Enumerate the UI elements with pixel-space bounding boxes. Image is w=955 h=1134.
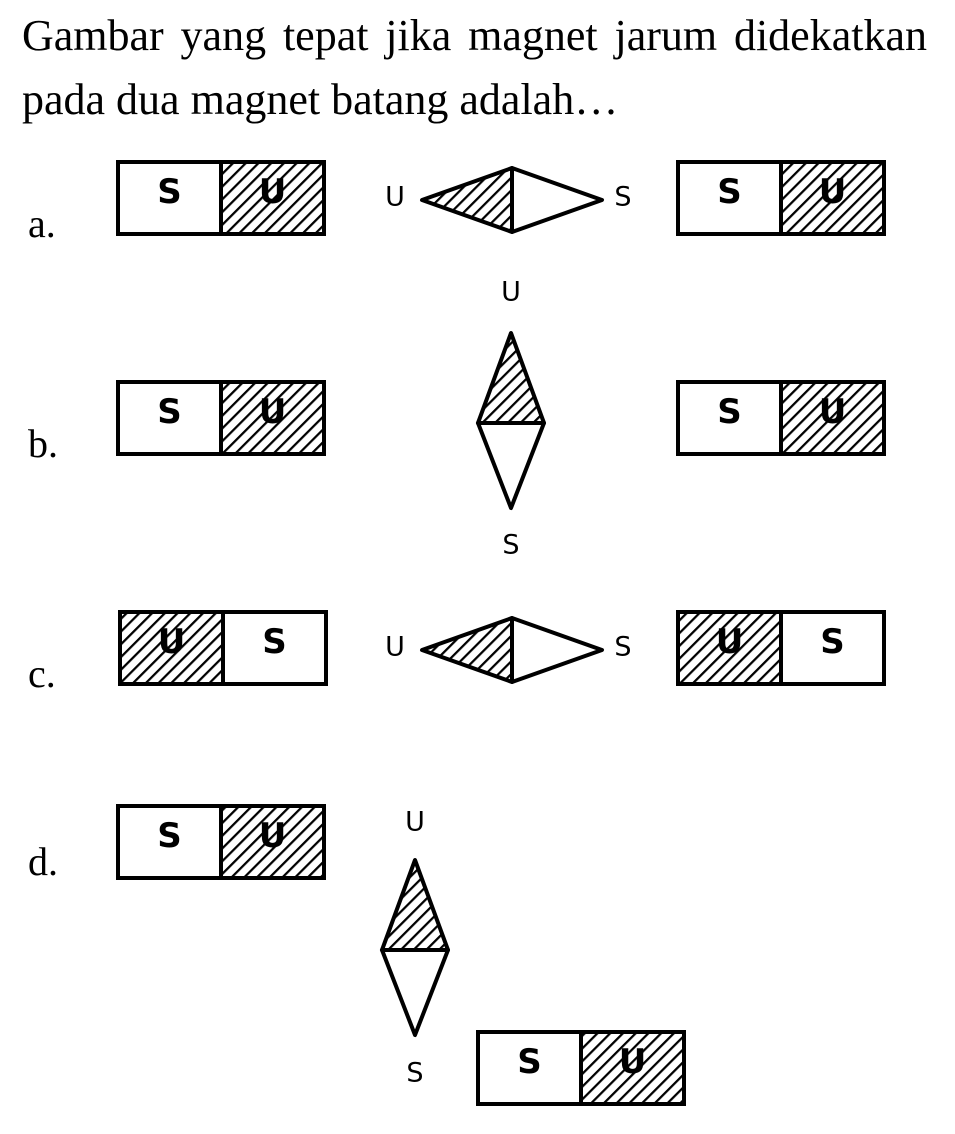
needle-south-half [510, 166, 604, 234]
magnet-left-label: S [157, 172, 182, 212]
magnet-left-label: S [517, 1042, 542, 1082]
magnet-right-label: U [259, 816, 287, 856]
magnet-right-label: S [820, 622, 845, 662]
option-b-label: b. [28, 421, 58, 466]
needle-south-half [380, 948, 450, 1037]
magnet-right-pole [579, 1030, 686, 1106]
needle-north-half [476, 331, 546, 425]
magnet-right-label: U [259, 172, 287, 212]
magnet-left-pole [116, 804, 223, 880]
needle-pole-u: U [405, 807, 425, 838]
needle-north-half [380, 858, 450, 952]
needle-pole-s: S [406, 1058, 423, 1089]
magnet-right-pole [221, 610, 328, 686]
option-c-label: c. [28, 651, 56, 696]
magnet-left-label: S [717, 392, 742, 432]
needle-north-half [420, 166, 514, 234]
magnet-right-pole [219, 160, 326, 236]
magnet-right-pole [219, 804, 326, 880]
magnet-left-label: S [717, 172, 742, 212]
option-b-needle: US [476, 277, 546, 561]
magnet-right-label: U [819, 172, 847, 212]
needle-south-half [476, 421, 546, 510]
needle-south-half [510, 616, 604, 684]
option-d-needle: US [380, 807, 450, 1089]
magnet-left-label: S [157, 392, 182, 432]
magnet-right-label: U [259, 392, 287, 432]
magnet-right-pole [779, 380, 886, 456]
magnet-right-label: U [819, 392, 847, 432]
magnet-left-label: S [157, 816, 182, 856]
magnet-right-pole [779, 610, 886, 686]
magnet-right-label: U [619, 1042, 647, 1082]
magnet-left-label: U [158, 622, 186, 662]
needle-pole-u: U [501, 277, 521, 308]
option-a-label: a. [28, 201, 56, 246]
needle-pole-s: S [502, 530, 519, 561]
needle-pole-u: U [385, 632, 405, 663]
question-text: Gambar yang tepat jika magnet jarum dide… [22, 11, 927, 124]
magnet-left-pole [476, 1030, 583, 1106]
needle-north-half [420, 616, 514, 684]
needle-pole-s: S [614, 182, 631, 213]
magnet-right-pole [779, 160, 886, 236]
magnet-right-pole [219, 380, 326, 456]
needle-pole-u: U [385, 182, 405, 213]
magnet-left-label: U [716, 622, 744, 662]
magnet-right-label: S [262, 622, 287, 662]
needle-pole-s: S [614, 632, 631, 663]
option-d-label: d. [28, 839, 58, 884]
